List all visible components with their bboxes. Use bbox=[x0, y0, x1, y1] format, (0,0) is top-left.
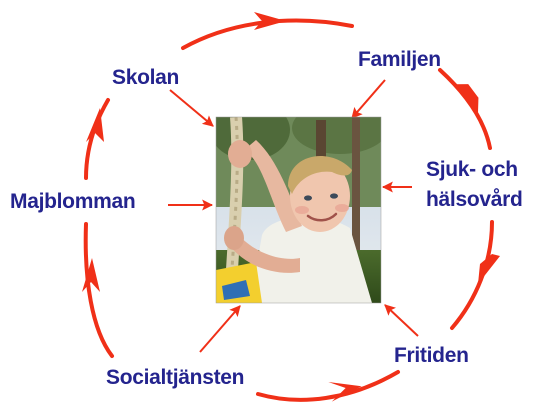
node-familjen: Familjen bbox=[358, 48, 441, 71]
cycle-arc-sjukvard-to-fritiden bbox=[450, 220, 494, 330]
cycle-arrowhead-right-top bbox=[454, 84, 479, 116]
node-fritiden: Fritiden bbox=[394, 344, 469, 367]
cycle-arrows bbox=[82, 12, 500, 402]
node-majblomman: Majblomman bbox=[10, 190, 135, 213]
node-socialtjansten: Socialtjänsten bbox=[106, 366, 244, 389]
cycle-arrowhead-left-top bbox=[86, 108, 104, 142]
spoke-skolan bbox=[169, 89, 214, 127]
node-skolan: Skolan bbox=[112, 66, 179, 89]
child-on-rope-swing-photo bbox=[216, 117, 381, 303]
cycle-arc-majblomman-to-skolan bbox=[84, 98, 110, 180]
cycle-arc-fritiden-to-socialtjansten bbox=[256, 370, 400, 402]
cycle-arrowhead-right-bottom bbox=[478, 254, 500, 284]
spoke-socialtjansten bbox=[199, 305, 241, 353]
node-sjukvard-line1: Sjuk- och bbox=[426, 158, 518, 181]
spoke-fritiden bbox=[384, 304, 419, 337]
spoke-arrows bbox=[168, 79, 419, 353]
node-sjukvard-line2: hälsovård bbox=[426, 188, 523, 211]
cycle-arrowhead-bottom bbox=[328, 381, 362, 402]
spoke-familjen bbox=[351, 79, 386, 119]
cycle-arrowhead-left-bottom bbox=[82, 258, 100, 292]
cycle-arc-socialtjansten-to-majblomman bbox=[83, 222, 114, 358]
cycle-arc-familjen-to-sjukvard bbox=[438, 68, 492, 150]
cycle-arrowhead-top bbox=[254, 12, 286, 30]
